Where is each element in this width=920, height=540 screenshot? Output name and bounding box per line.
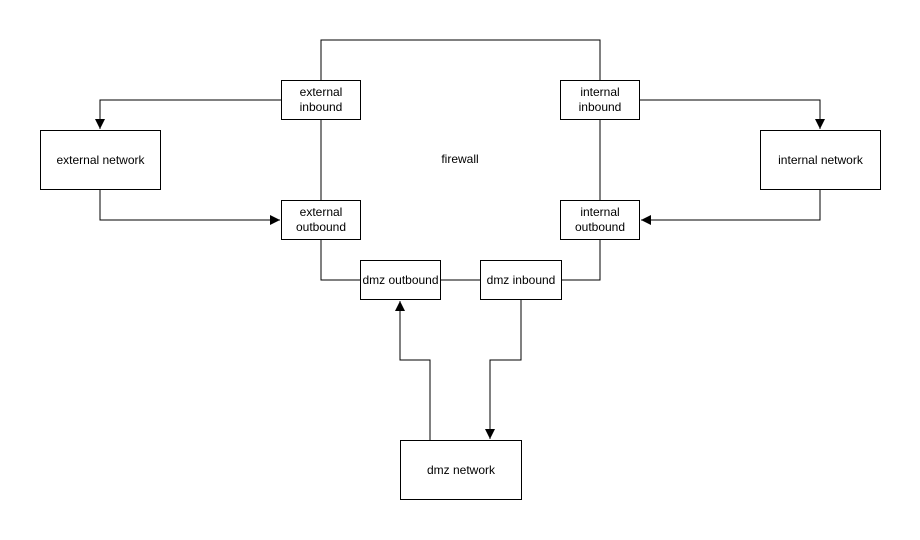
edge-external-inbound-internal-inbound [320,39,601,80]
node-external-inbound-label: external inbound [299,85,343,114]
node-internal-outbound-label: internal outbound [574,205,626,234]
node-internal-network-label: internal network [778,152,863,167]
node-internal-inbound: internal inbound [560,80,640,120]
edge-external-outbound-dmz-outbound [320,240,360,281]
firewall-label-text: firewall [441,151,479,166]
edge-dmz-inbound-dmz-network [485,300,522,439]
edge-internal-inbound-internal-network [640,99,825,129]
edge-dmz-network-dmz-outbound [395,301,431,440]
edge-external-inbound-external-network [95,99,281,129]
firewall-label: firewall [400,147,520,171]
node-dmz-outbound: dmz outbound [360,260,441,300]
edge-internal-network-internal-outbound [641,190,821,225]
node-external-inbound: external inbound [281,80,361,120]
node-internal-network: internal network [760,130,881,190]
edge-internal-outbound-dmz-inbound [562,240,601,281]
node-dmz-inbound-label: dmz inbound [486,272,556,287]
node-internal-outbound: internal outbound [560,200,640,240]
node-external-network-label: external network [56,152,145,167]
node-external-outbound-label: external outbound [295,205,347,234]
node-dmz-network-label: dmz network [426,462,496,477]
node-dmz-network: dmz network [400,440,522,500]
node-internal-inbound-label: internal inbound [578,85,622,114]
node-external-outbound: external outbound [281,200,361,240]
node-dmz-outbound-label: dmz outbound [362,272,439,287]
node-external-network: external network [40,130,161,190]
node-dmz-inbound: dmz inbound [480,260,562,300]
edge-external-network-external-outbound [99,190,280,225]
